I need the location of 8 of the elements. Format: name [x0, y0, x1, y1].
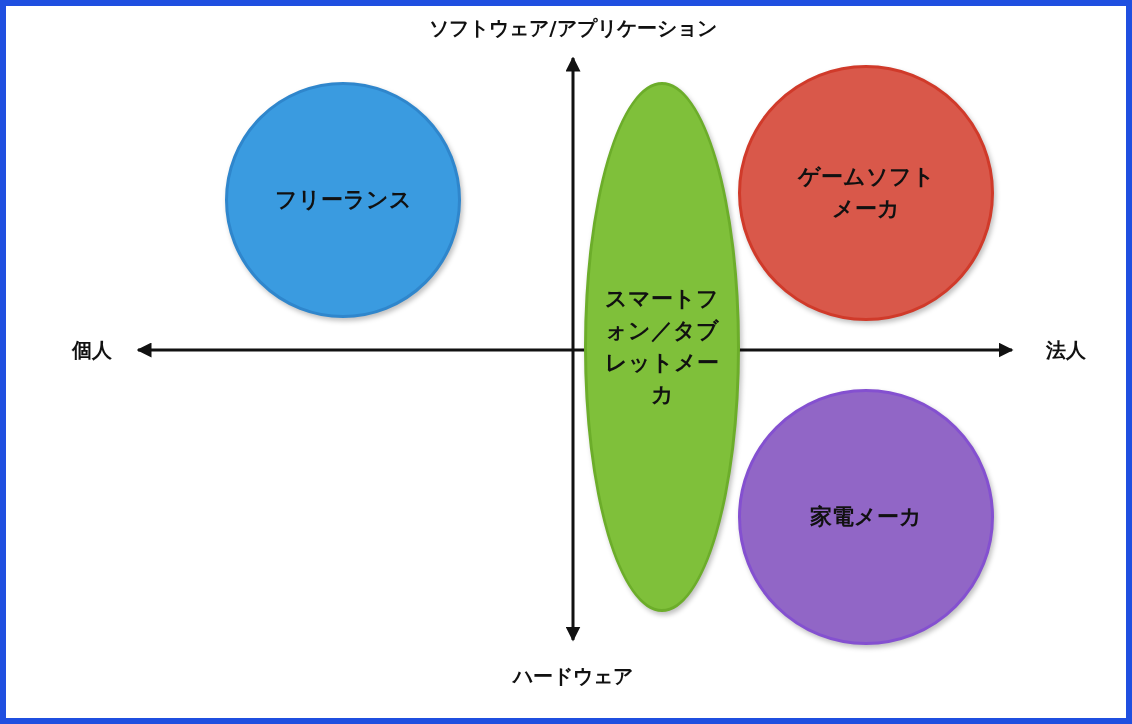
axis-label: ソフトウェア/アプリケーション — [429, 14, 717, 42]
category-label: ゲームソフトメーカ — [796, 163, 936, 223]
axis-label: 個人 — [72, 336, 112, 364]
axis-label: ハードウェア — [513, 662, 633, 690]
axis-label: 法人 — [1046, 336, 1086, 364]
category-label: 家電メーカ — [809, 503, 923, 532]
category-label: フリーランス — [273, 186, 413, 215]
category-label: スマートフォン／タブレットメーカ — [604, 285, 720, 409]
